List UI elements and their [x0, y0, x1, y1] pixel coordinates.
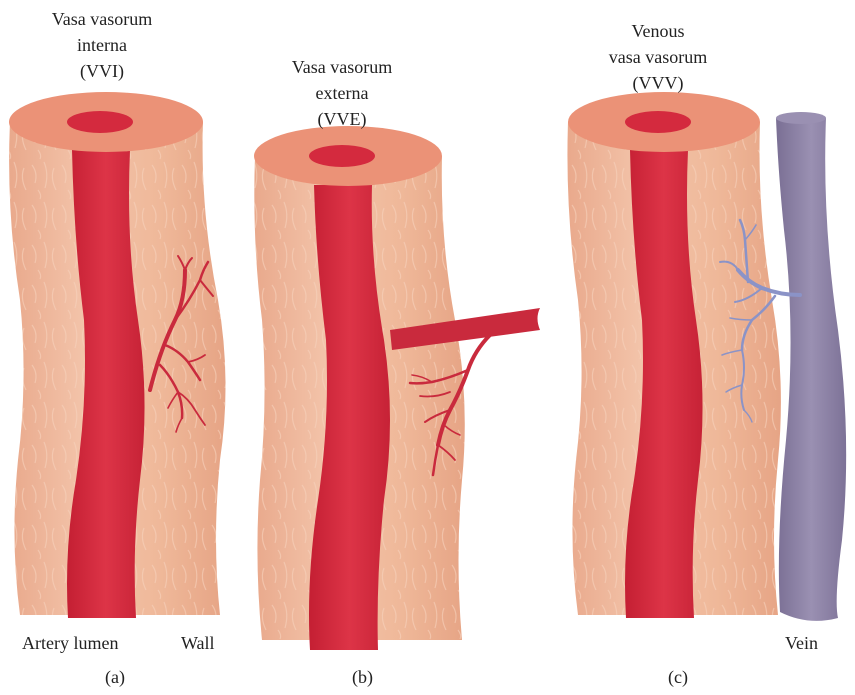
artery-vve [254, 126, 540, 650]
label-vvv: Venous vasa vasorum (VVV) [578, 18, 738, 96]
label-vvi: Vasa vasorum interna (VVI) [22, 6, 182, 84]
label-artery-lumen: Artery lumen [22, 630, 118, 656]
label-panel-b: (b) [352, 664, 373, 690]
label-panel-c: (c) [668, 664, 688, 690]
label-vve-line1: Vasa vasorum [262, 54, 422, 80]
label-wall: Wall [181, 630, 215, 656]
label-vvi-line3: (VVI) [22, 58, 182, 84]
label-vvv-line1: Venous [578, 18, 738, 44]
label-vvi-line1: Vasa vasorum [22, 6, 182, 32]
vein [776, 112, 846, 621]
label-panel-a: (a) [105, 664, 125, 690]
artery-vvi [9, 92, 226, 618]
label-vvv-line3: (VVV) [578, 70, 738, 96]
artery-vvv [567, 92, 846, 621]
label-vein: Vein [785, 630, 818, 656]
label-vve: Vasa vasorum externa (VVE) [262, 54, 422, 132]
label-vve-line2: externa [262, 80, 422, 106]
label-vvv-line2: vasa vasorum [578, 44, 738, 70]
label-vvi-line2: interna [22, 32, 182, 58]
label-vve-line3: (VVE) [262, 106, 422, 132]
